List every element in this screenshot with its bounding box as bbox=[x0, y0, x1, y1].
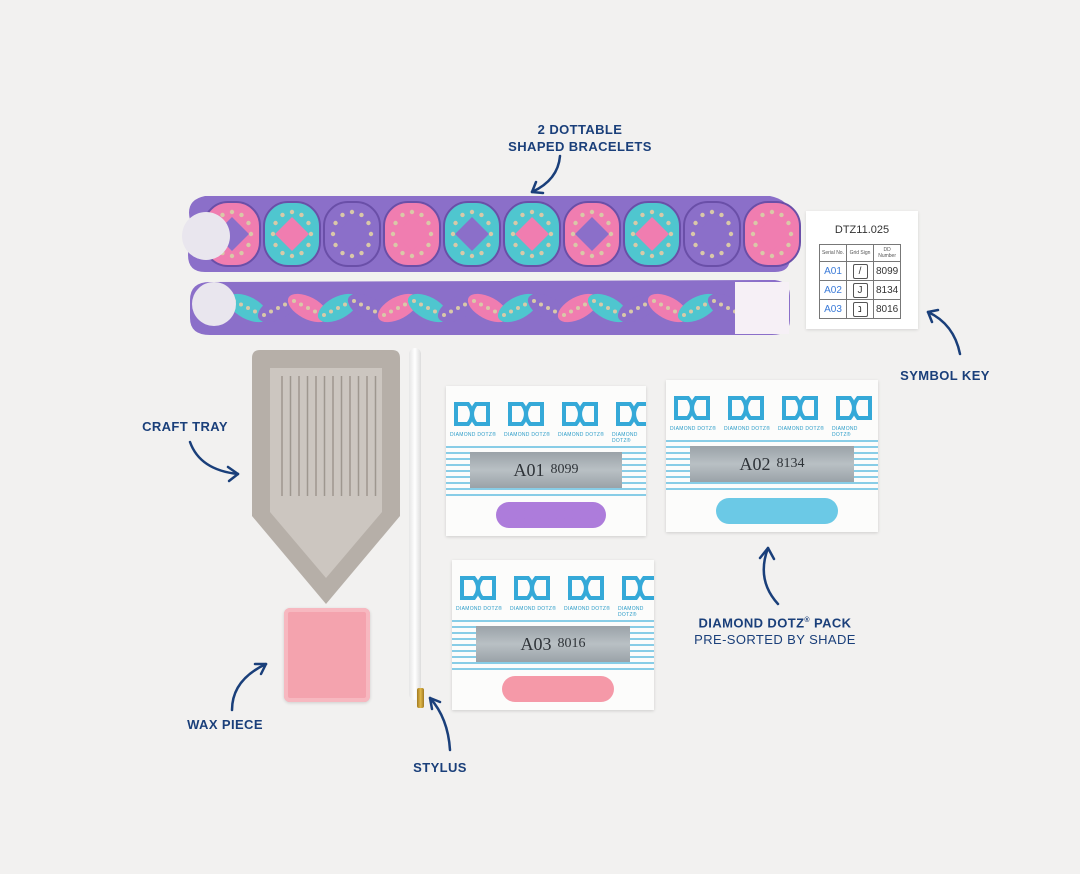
pack-brand: DIAMOND DOTZ® bbox=[670, 426, 717, 432]
symbol-key-label: SYMBOL KEY bbox=[900, 368, 990, 383]
number-cell: 8099 bbox=[872, 261, 902, 281]
header-dd-number: DD Number bbox=[872, 244, 902, 262]
pack-logo-row: DIAMOND DOTZ® DIAMOND DOTZ® DIAMOND DOTZ® D… bbox=[666, 394, 878, 438]
bead-pack-a01: DIAMOND DOTZ® DIAMOND DOTZ® DIAMOND DOTZ® D… bbox=[446, 386, 646, 536]
pack-brand: DIAMOND DOTZ® bbox=[450, 432, 497, 438]
diamond-dotz-logo bbox=[728, 396, 764, 420]
pack-brand: DIAMOND DOTZ® bbox=[504, 432, 551, 438]
bead-pack-a03: DIAMOND DOTZ® DIAMOND DOTZ® DIAMOND DOTZ® D… bbox=[452, 560, 654, 710]
craft-tray-label: CRAFT TRAY bbox=[142, 419, 228, 434]
pack-brand: DIAMOND DOTZ® bbox=[778, 426, 825, 432]
craft-tray bbox=[252, 350, 400, 604]
bracelets-arrow bbox=[530, 154, 562, 195]
diamond-dotz-pack-label: DIAMOND DOTZ® PACK PRE-SORTED BY SHADE bbox=[694, 615, 856, 648]
wax-piece-label: WAX PIECE bbox=[187, 717, 263, 732]
diamond-dotz-logo bbox=[460, 576, 496, 600]
diamond-dotz-logo bbox=[454, 402, 490, 426]
symbol-key-card: DTZ11.025 Serial No. Grid Sign DD Number… bbox=[806, 211, 918, 329]
pack-brand: DIAMOND DOTZ® bbox=[564, 606, 611, 612]
bead-pile bbox=[496, 502, 606, 528]
craft-tray-arrow bbox=[188, 440, 240, 483]
sign-cell: / bbox=[846, 261, 874, 281]
diamond-dotz-logo bbox=[674, 396, 710, 420]
diamond-dotz-logo bbox=[562, 402, 598, 426]
bracelets-label: 2 DOTTABLE SHAPED BRACELETS bbox=[508, 122, 652, 154]
pack-brand: DIAMOND DOTZ® bbox=[558, 432, 605, 438]
bracelet-knot bbox=[563, 201, 621, 267]
diamond-dotz-logo bbox=[568, 576, 604, 600]
bracelet-2 bbox=[190, 280, 790, 335]
pack-brand: DIAMOND DOTZ® bbox=[832, 426, 858, 438]
pack-arrow bbox=[758, 546, 780, 606]
diamond-dotz-logo bbox=[836, 396, 872, 420]
header-grid-sign: Grid Sign bbox=[846, 244, 874, 262]
symbol-key-header-row: Serial No. Grid Sign DD Number bbox=[819, 244, 902, 262]
stylus-label: STYLUS bbox=[413, 760, 467, 775]
velcro-patch-2 bbox=[192, 282, 236, 326]
diamond-dotz-logo bbox=[514, 576, 550, 600]
symbol-key-table: Serial No. Grid Sign DD Number A01 / 809… bbox=[819, 244, 902, 319]
bracelet-knot bbox=[683, 201, 741, 267]
symbol-key-code: DTZ11.025 bbox=[834, 224, 890, 236]
stylus-pen bbox=[409, 348, 421, 700]
bracelet-knot bbox=[323, 201, 381, 267]
diamond-dotz-logo bbox=[622, 576, 654, 600]
table-row: A01 / 8099 bbox=[819, 261, 902, 281]
diamond-dotz-logo bbox=[616, 402, 646, 426]
bracelet-knot bbox=[623, 201, 681, 267]
stylus-arrow bbox=[428, 696, 452, 752]
bead-pile bbox=[716, 498, 838, 524]
table-row: A02 J 8134 bbox=[819, 280, 902, 300]
bead-pack-a02: DIAMOND DOTZ® DIAMOND DOTZ® DIAMOND DOTZ® D… bbox=[666, 380, 878, 532]
pack-brand: DIAMOND DOTZ® bbox=[724, 426, 771, 432]
sign-cell: J bbox=[846, 280, 874, 300]
diamond-dotz-logo bbox=[508, 402, 544, 426]
number-cell: 8016 bbox=[872, 299, 902, 319]
bracelet-knot bbox=[503, 201, 561, 267]
velcro-patch-1 bbox=[182, 212, 230, 260]
pack-brand: DIAMOND DOTZ® bbox=[510, 606, 557, 612]
symbol-key-arrow bbox=[926, 308, 962, 356]
serial-cell: A03 bbox=[819, 299, 847, 319]
bracelet-knot bbox=[443, 201, 501, 267]
bracelet-knot bbox=[263, 201, 321, 267]
serial-cell: A02 bbox=[819, 280, 847, 300]
number-cell: 8134 bbox=[872, 280, 902, 300]
pack-brand: DIAMOND DOTZ® bbox=[612, 432, 638, 444]
pack-logo-row: DIAMOND DOTZ® DIAMOND DOTZ® DIAMOND DOTZ® D… bbox=[452, 574, 654, 618]
header-serial: Serial No. bbox=[819, 244, 847, 262]
bracelet-end-tab bbox=[735, 282, 789, 334]
pack-brand: DIAMOND DOTZ® bbox=[618, 606, 644, 618]
sign-cell: נ bbox=[846, 299, 874, 319]
bead-pile bbox=[502, 676, 614, 702]
serial-cell: A01 bbox=[819, 261, 847, 281]
stylus-tip bbox=[417, 688, 424, 708]
bracelet-knot bbox=[743, 201, 801, 267]
pack-logo-row: DIAMOND DOTZ® DIAMOND DOTZ® DIAMOND DOTZ® D… bbox=[446, 400, 646, 444]
wax-piece bbox=[284, 608, 370, 702]
table-row: A03 נ 8016 bbox=[819, 299, 902, 319]
pack-brand: DIAMOND DOTZ® bbox=[456, 606, 503, 612]
diamond-dotz-logo bbox=[782, 396, 818, 420]
bracelet-1 bbox=[182, 196, 801, 272]
wax-arrow bbox=[230, 662, 268, 712]
bracelet-knot bbox=[383, 201, 441, 267]
